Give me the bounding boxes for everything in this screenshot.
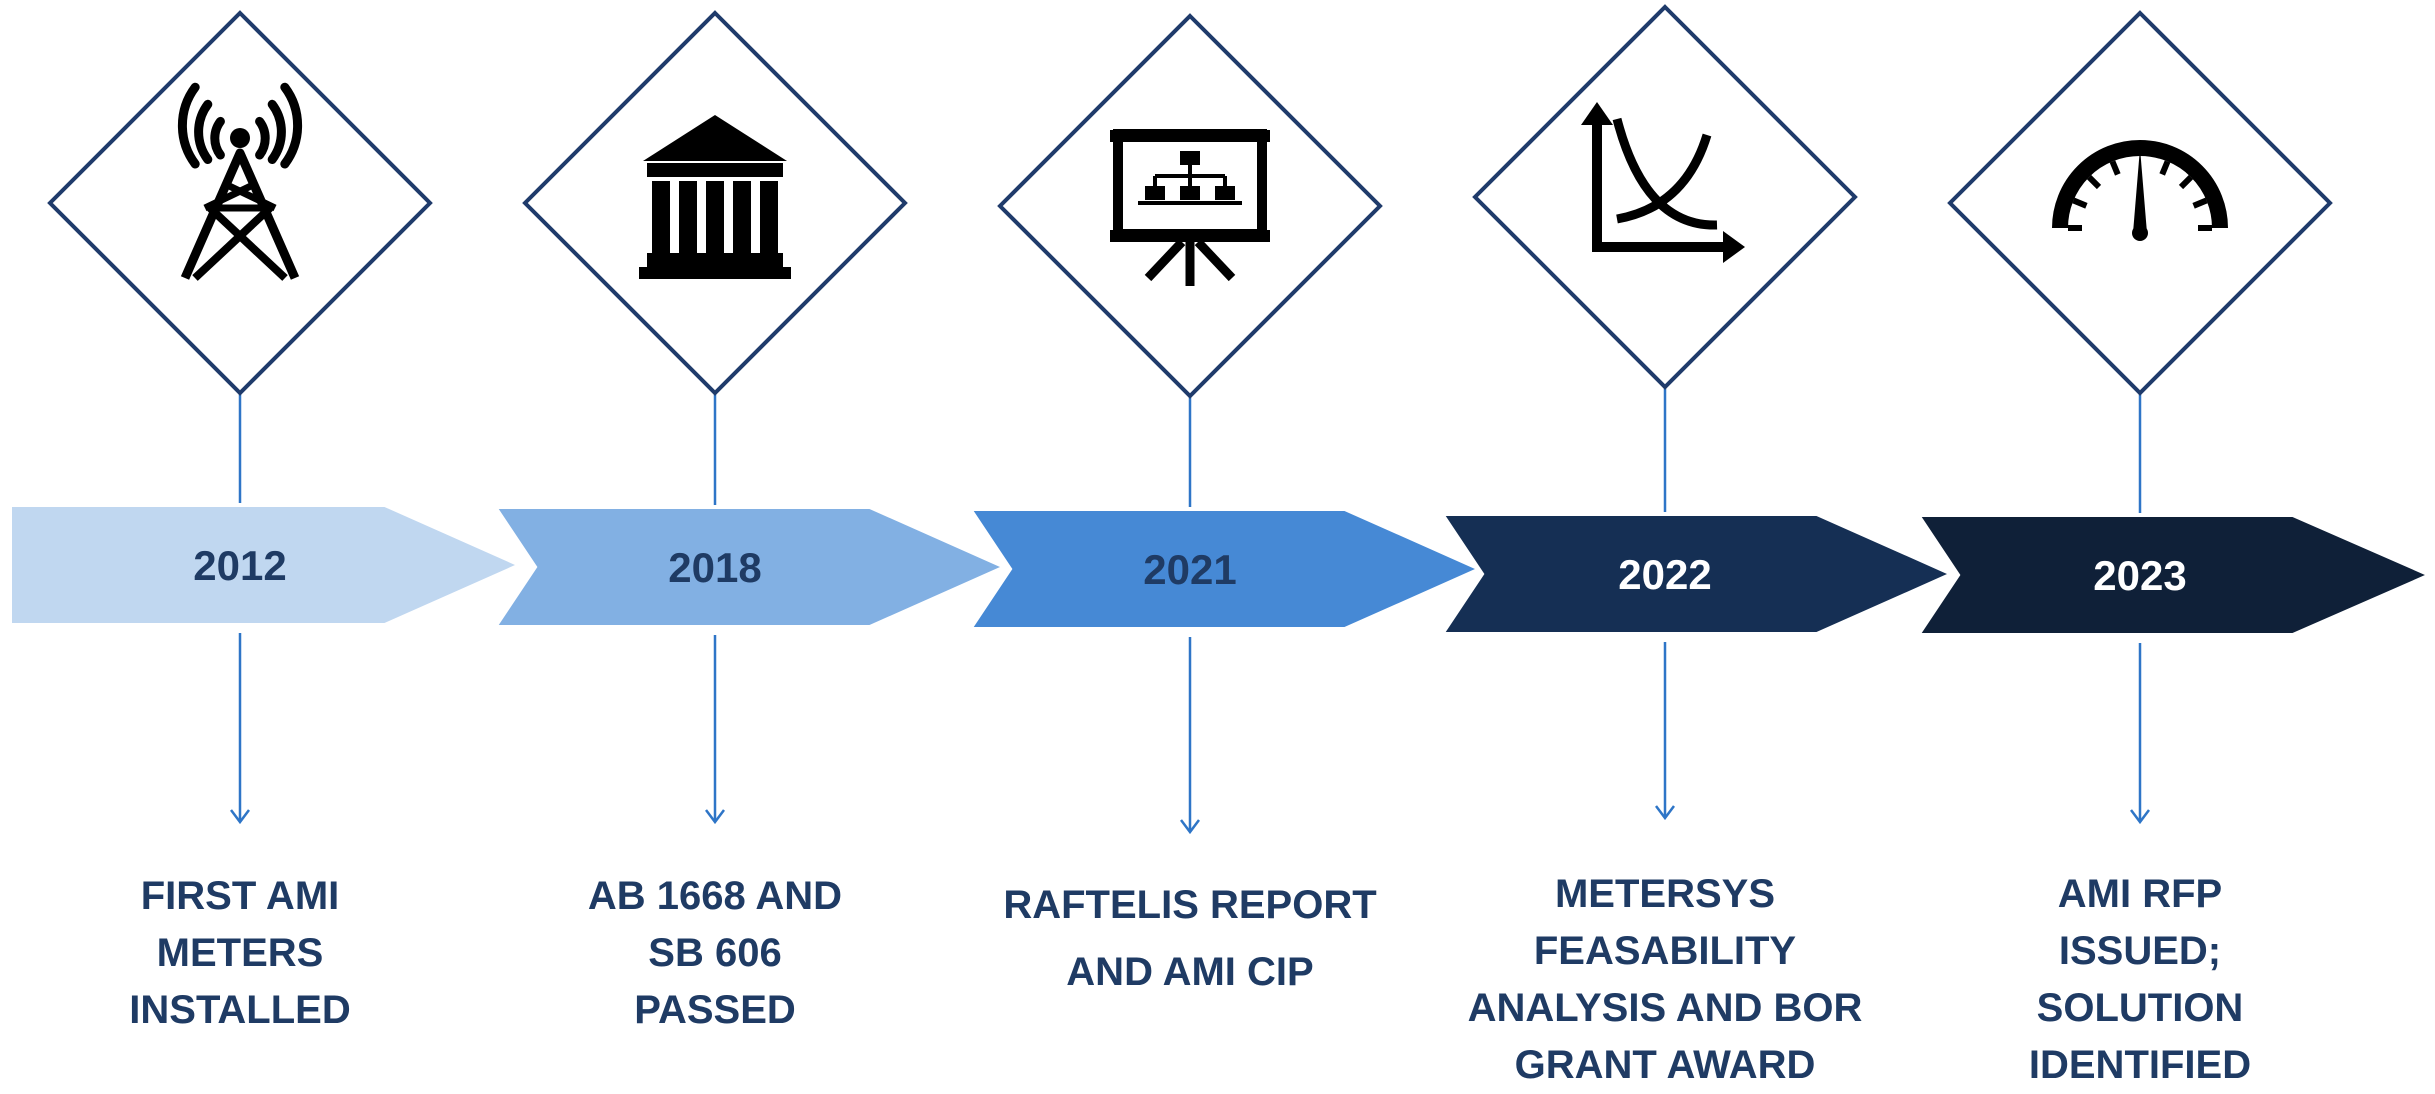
- presentation-org-chart-icon: [1110, 129, 1270, 286]
- milestone-description: AMI RFP ISSUED; SOLUTION IDENTIFIED: [1910, 866, 2370, 1094]
- description-line: ANALYSIS AND BOR: [1467, 986, 1863, 1030]
- year-arrow-2012: [8, 503, 525, 627]
- year-label: 2023: [2093, 552, 2186, 599]
- description-line: SOLUTION: [2036, 986, 2244, 1030]
- connector-arrowhead: [1180, 819, 1200, 835]
- milestone-diamond-2021: [997, 13, 1383, 399]
- connector-arrowhead: [2130, 809, 2150, 825]
- description-line: ISSUED;: [2058, 929, 2222, 973]
- government-building-icon: [639, 115, 791, 279]
- description-line: SB 606: [648, 931, 782, 975]
- description-line: AMI RFP: [2057, 872, 2223, 916]
- description-line: IDENTIFIED: [2028, 1043, 2252, 1087]
- year-arrow-2021: [966, 507, 1485, 631]
- year-arrow-2018: [491, 505, 1010, 629]
- milestone-description: FIRST AMI METERS INSTALLED: [10, 868, 470, 1039]
- description-line: INSTALLED: [129, 988, 351, 1032]
- connector-arrowhead: [705, 809, 725, 825]
- milestone-diamond-2023: [1947, 10, 2333, 396]
- description-line: AND AMI CIP: [1066, 950, 1314, 994]
- year-label: 2022: [1618, 551, 1711, 598]
- connector-lines: [230, 387, 2150, 835]
- description-line: METERSYS: [1554, 872, 1776, 916]
- milestone-description: RAFTELIS REPORT AND AMI CIP: [960, 872, 1420, 1006]
- description-line: PASSED: [634, 988, 796, 1032]
- crossing-curves-chart-icon: [1581, 102, 1745, 263]
- milestone-diamond-2022: [1472, 4, 1858, 390]
- description-line: RAFTELIS REPORT: [1003, 883, 1377, 927]
- year-arrow-2022: [1438, 512, 1957, 636]
- milestone-description: METERSYS FEASABILITY ANALYSIS AND BOR GRANT…: [1435, 866, 1895, 1094]
- connector-arrowhead: [1655, 805, 1675, 821]
- description-line: METERS: [156, 931, 324, 975]
- description-line: AB 1668 AND: [587, 874, 843, 918]
- description-line: GRANT AWARD: [1514, 1043, 1816, 1087]
- description-line: FIRST AMI: [140, 874, 340, 918]
- radio-tower-icon: [177, 82, 303, 281]
- year-arrows: 2012 2018 2021 2022 2023: [8, 503, 2435, 637]
- gauge-meter-icon: [2052, 140, 2228, 241]
- connector-arrowhead: [230, 809, 250, 825]
- year-label: 2012: [193, 542, 286, 589]
- diamond-frame: [47, 10, 433, 396]
- year-arrow-2023: [1914, 513, 2435, 637]
- year-label: 2018: [668, 544, 761, 591]
- milestone-diamond-2012: [47, 10, 433, 396]
- year-label: 2021: [1143, 546, 1236, 593]
- milestone-diamond-2018: [522, 10, 908, 396]
- icon-diamonds: [47, 4, 2333, 399]
- description-line: FEASABILITY: [1533, 929, 1797, 973]
- diamond-frame: [997, 13, 1383, 399]
